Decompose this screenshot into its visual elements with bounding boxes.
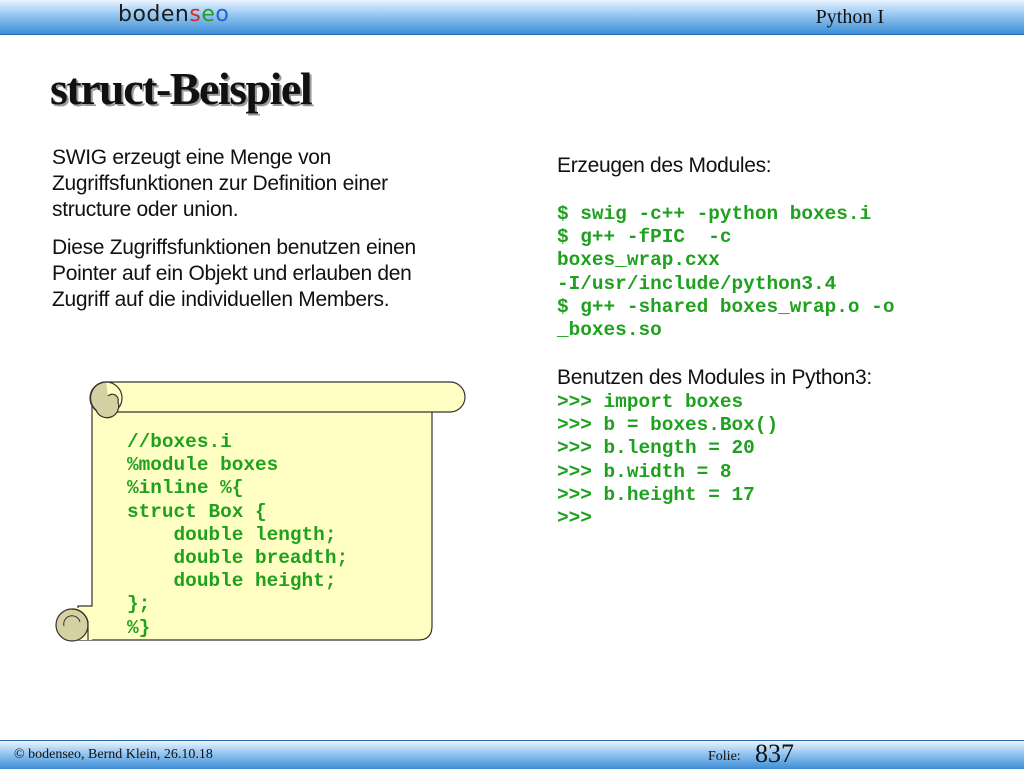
usage-heading: Benutzen des Modules in Python3: (557, 366, 872, 389)
footer-bar: © bodenseo, Bernd Klein, 26.10.18 Folie:… (0, 739, 1024, 769)
build-heading: Erzeugen des Modules: (557, 154, 772, 177)
footer-copyright: © bodenseo, Bernd Klein, 26.10.18 (14, 747, 213, 762)
folie-label: Folie: (708, 749, 741, 764)
swig-interface-code: //boxes.i %module boxes %inline %{ struc… (127, 431, 349, 639)
course-title: Python I (815, 6, 884, 28)
build-commands: $ swig -c++ -python boxes.i $ g++ -fPIC … (557, 203, 895, 342)
description-paragraph-2: Diese Zugriffsfunktionen benutzen einen … (52, 236, 416, 311)
slide-title: struct-Beispiel (50, 63, 313, 114)
description-paragraph-1: SWIG erzeugt eine Menge von Zugriffsfunk… (52, 146, 388, 221)
python-repl-code: >>> import boxes >>> b = boxes.Box() >>>… (557, 391, 779, 530)
slide-number: 837 (755, 739, 794, 768)
bodenseo-logo: bodenseo (118, 2, 230, 27)
header-bar: bodenseo Python I (0, 0, 1024, 35)
